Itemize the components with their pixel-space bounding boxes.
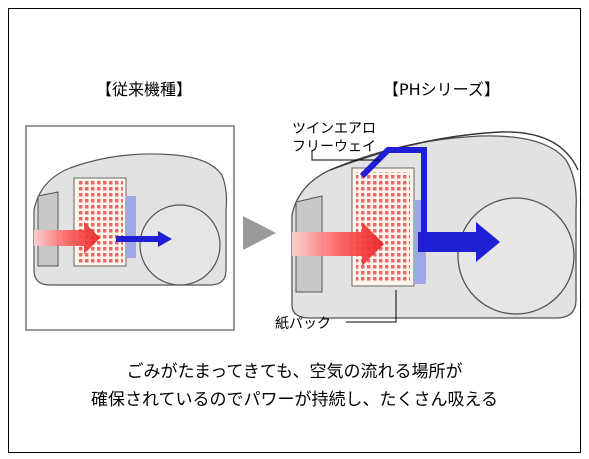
outer-frame	[8, 8, 581, 453]
twin-aero-freeway-channel	[359, 147, 427, 238]
ph-blue-airflow	[418, 232, 478, 252]
ph-series-label: 【PHシリーズ】	[383, 80, 500, 99]
paper-pack-leader-line	[346, 290, 397, 323]
old-model-illustration	[25, 125, 235, 331]
ph-red-airflow	[292, 222, 384, 266]
old-nozzle	[37, 191, 59, 267]
play-arrow-icon	[243, 216, 276, 250]
old-wheel	[139, 204, 221, 286]
old-dust	[77, 181, 123, 263]
caption-line-2: 確保されているのでパワーが持続し、たくさん吸える	[91, 390, 498, 410]
caption-line-1: ごみがたまってきても、空気の流れる場所が	[126, 362, 463, 382]
ph-wheel	[457, 197, 575, 315]
twin-aero-label-line1: ツインエアロ	[292, 121, 376, 137]
old-red-airflow	[34, 222, 100, 254]
old-model-label: 【従来機種】	[96, 80, 193, 99]
old-blue-airflow	[116, 236, 158, 242]
paper-pack-label: 紙パック	[275, 316, 331, 332]
twin-aero-leader-line	[311, 150, 380, 161]
ph-series-illustration	[291, 131, 579, 319]
twin-aero-label-line2: フリーウェイ	[292, 139, 376, 155]
old-filter	[126, 196, 136, 258]
